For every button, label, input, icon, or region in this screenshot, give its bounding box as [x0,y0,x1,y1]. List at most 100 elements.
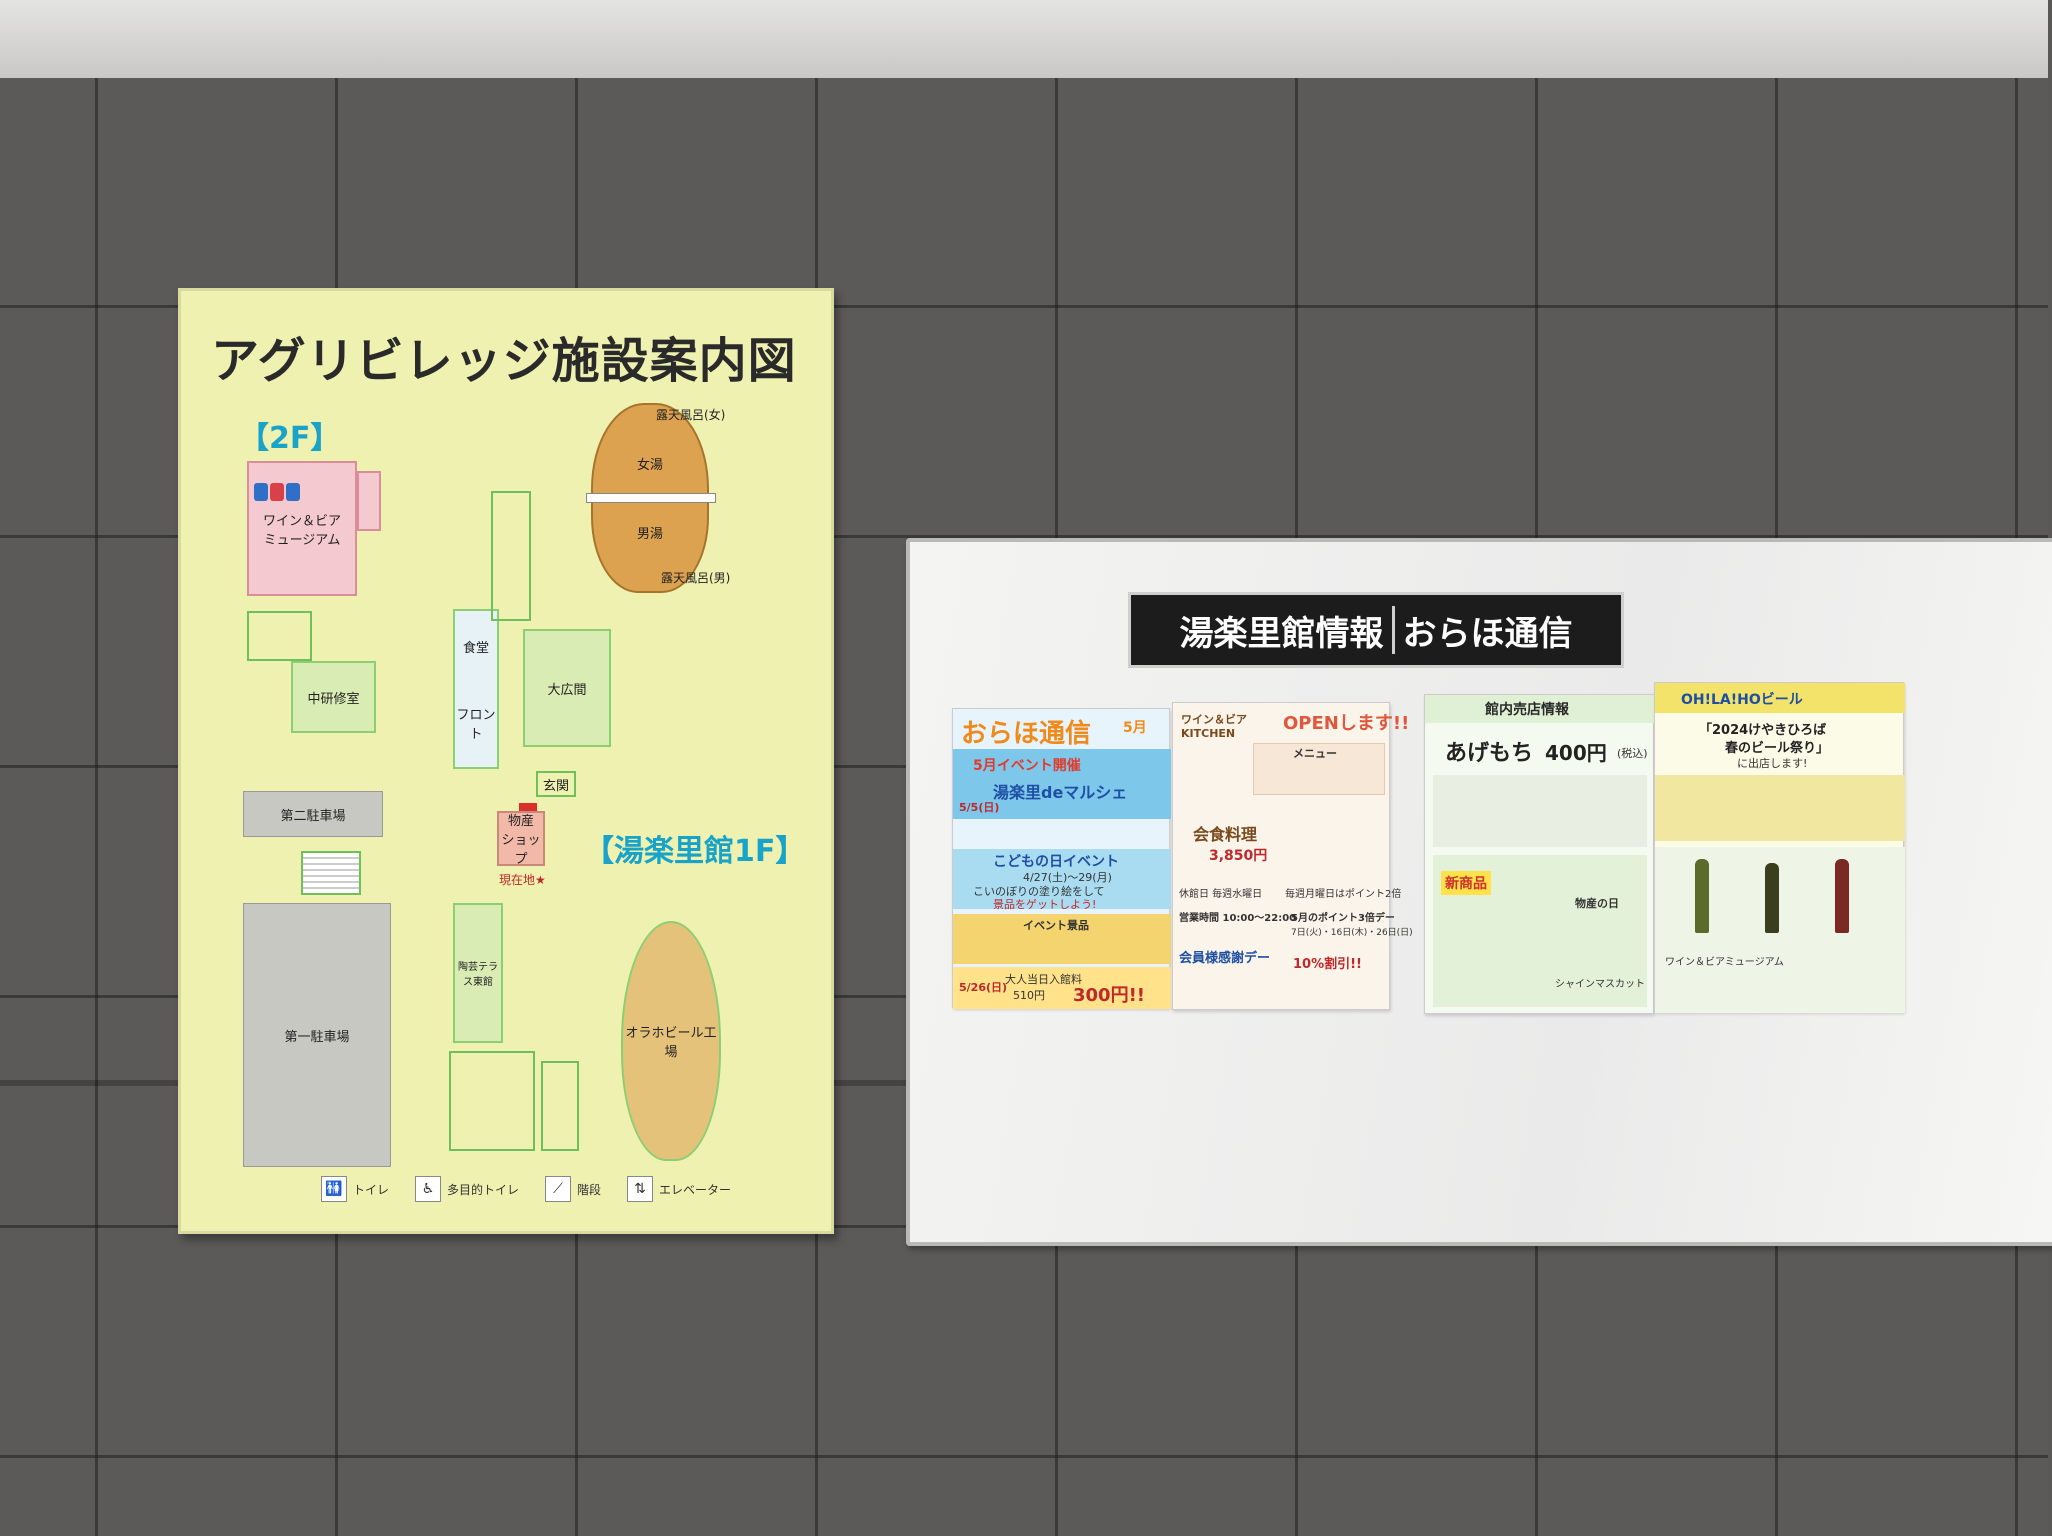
toilet-legend-icon: 🚻 [321,1176,347,1202]
poster1-marche: 湯楽里deマルシェ [993,783,1128,802]
poster2-point: 毎週月曜日はポイント2倍 [1285,889,1402,900]
poster4-headline2: 春のビール祭り」 [1725,741,1830,756]
board-header: 湯楽里館情報 おらほ通信 [1128,592,1624,668]
museum-annex [357,471,381,531]
wheelchair-icon: ♿ [415,1176,442,1202]
outdoor-men-label: 露天風呂(男) [661,571,731,585]
current-location-marker [519,803,537,811]
poster3-new: 新商品 [1441,871,1491,895]
poster-kitchen: ワイン＆ビア KITCHEN OPENします!! メニュー 会食料理 3,850… [1172,702,1413,1010]
museum-room: ワイン＆ビア ミュージアム [247,461,357,596]
poster1-banner [953,749,1171,819]
toilet-icon [253,483,301,504]
training-room: 中研修室 [291,661,376,733]
poster1-price-label: 大人当日入館料 [1005,973,1082,986]
poster2-members: 会員様感謝デー [1179,951,1271,966]
poster2-days: 7日(火)・16日(木)・26日(日) [1291,928,1413,938]
terrace-room: 陶芸テラス東館 [453,903,503,1043]
poster1-line1: こいのぼりの塗り絵をして [973,885,1105,898]
legend-elevator: ⇅ エレベーター [627,1176,731,1202]
poster4-headline: 「2024けやきひろば [1699,723,1827,738]
board-header-right: おらほ通信 [1402,613,1573,654]
poster1-price-new: 300円!! [1073,985,1145,1006]
poster1-month: 5月 [1123,720,1147,736]
board-header-left: 湯楽里館情報 [1179,613,1384,654]
women-bath-label: 女湯 [636,458,663,473]
parking-1: 第一駐車場 [243,903,391,1167]
poster4-header-block [1655,683,1905,713]
poster2-discount: 10%割引!! [1293,957,1362,972]
poster4-headline3: に出店します! [1737,757,1808,770]
poster2-menu-block [1253,743,1385,795]
stairs-icon: ⟋ [545,1176,572,1202]
poster1-kodomo-block [953,849,1171,909]
bath-divider [586,493,716,503]
poster-orahou-news: おらほ通信 5月 5月イベント開催 湯楽里deマルシェ 5/5(日) こどもの日… [952,708,1171,1009]
poster-shop-info: 館内売店情報 あげもち 400円 (税込) 新商品 物産の日 シャインマスカット [1424,694,1655,1014]
poster3-title: 館内売店情報 [1485,702,1569,718]
ceiling [0,0,2048,78]
poster2-badge: OPENします!! [1283,713,1410,734]
poster2-menu: メニュー [1293,747,1337,760]
poster3-header-block [1425,695,1655,723]
poster1-prize: イベント景品 [1023,919,1089,932]
current-location-label: 現在地★ [499,873,546,887]
poster2-hours: 営業時間 10:00〜22:00 [1179,913,1297,924]
poster4-festival-block [1655,775,1905,841]
poster1-title: おらほ通信 [961,719,1092,749]
poster2-point3: 5月のポイント3倍デー [1291,913,1395,924]
parking-2: 第二駐車場 [243,791,383,837]
brewery-room: オラホビール工場 [621,921,721,1161]
annex-block-a [449,1051,535,1151]
poster3-photo [1433,775,1647,847]
hall-room: 大広間 [523,629,611,747]
poster4-museum: ワイン＆ビアミュージアム [1665,957,1784,968]
poster4-museum-block [1655,847,1905,1013]
poster3-campaign: 物産の日 [1575,897,1619,910]
poster1-date2: 5/26(日) [959,981,1008,994]
entrance-room: 玄関 [536,771,576,797]
dining-front-block: 食堂 フロント [453,609,499,769]
legend-stairs: ⟋ 階段 [545,1176,601,1202]
poster2-course-price: 3,850円 [1209,848,1268,864]
poster3-item: あげもち [1445,741,1534,766]
floor-1f-label: 【湯楽里館1F】 [584,834,806,869]
outdoor-women-label: 露天風呂(女) [656,408,726,422]
front-label: フロント [456,707,496,742]
poster1-date1: 5/5(日) [959,801,1000,814]
poster3-product: シャインマスカット [1555,979,1645,990]
annex-block-b [541,1061,579,1151]
stairs-block [301,851,361,895]
men-bath-label: 男湯 [636,527,663,542]
poster2-course: 会食料理 [1193,825,1258,844]
corridor-1f [491,491,531,621]
poster1-sub: 4/27(土)〜29(月) [1023,871,1112,884]
poster-beer-festival: OH!LA!HOビール 「2024けやきひろば 春のビール祭り」 に出店します!… [1654,682,1905,1013]
poster1-price-old: 510円 [1013,989,1045,1002]
poster1-prize-block [953,914,1171,964]
dining-label: 食堂 [462,640,489,656]
facility-map-board: アグリビレッジ施設案内図 【2F】 ワイン＆ビア ミュージアム 中研修室 第二駐… [178,288,834,1234]
poster3-tax: (税込) [1617,747,1648,760]
poster4-title: OH!LA!HOビール [1681,692,1803,708]
poster1-line2: 景品をゲットしよう! [993,898,1097,911]
wine-bottle-1 [1695,859,1709,933]
wine-bottle-2 [1765,863,1779,933]
header-divider [1391,606,1395,654]
wine-bottle-3 [1835,859,1849,933]
legend-multi-toilet: ♿ 多目的トイレ [415,1176,519,1202]
floor-2f-label: 【2F】 [239,421,341,456]
elevator-icon: ⇅ [627,1176,654,1202]
poster1-kodomo: こどもの日イベント [993,854,1119,870]
poster1-event: 5月イベント開催 [973,758,1081,774]
map-legend: 🚻 トイレ ♿ 多目的トイレ ⟋ 階段 ⇅ エレベーター [321,1176,731,1202]
legend-toilet: 🚻 トイレ [321,1176,389,1202]
shop-room: 物産 ショップ [497,811,545,867]
corridor-2f [247,611,312,661]
poster1-price-block [953,967,1171,1009]
poster2-title: ワイン＆ビア KITCHEN [1181,713,1247,740]
poster2-closed: 休館日 毎週水曜日 [1179,889,1263,900]
bulletin-whiteboard: 湯楽里館情報 おらほ通信 おらほ通信 5月 5月イベント開催 湯楽里deマルシェ… [906,538,2052,1246]
map-title: アグリビレッジ施設案内図 [211,333,797,389]
poster3-price: 400円 [1545,741,1607,765]
